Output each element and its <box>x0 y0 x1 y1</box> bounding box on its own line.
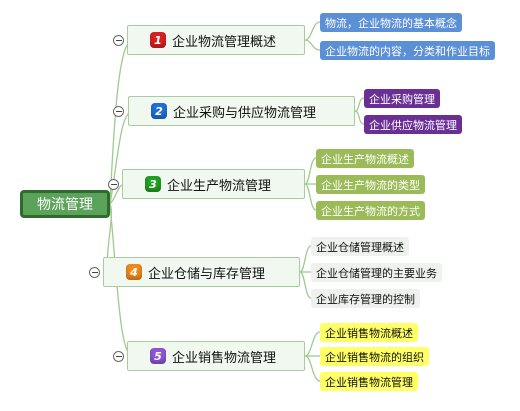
collapse-toggle-3[interactable] <box>108 179 119 190</box>
branch-node-5[interactable]: 5 企业销售物流管理 <box>127 341 305 371</box>
branch-label-3: 企业生产物流管理 <box>167 178 272 194</box>
branch-label-2: 企业采购与供应物流管理 <box>173 105 317 121</box>
leaf-2-2[interactable]: 企业供应物流管理 <box>364 115 462 134</box>
branch-node-3[interactable]: 3 企业生产物流管理 <box>122 169 305 199</box>
number-5-icon: 5 <box>150 348 166 364</box>
number-3-icon: 3 <box>145 176 161 192</box>
number-4-icon: 4 <box>126 264 142 280</box>
branch-label-1: 企业物流管理概述 <box>172 34 277 50</box>
leaf-3-2[interactable]: 企业生产物流的类型 <box>316 175 425 194</box>
leaf-5-1[interactable]: 企业销售物流概述 <box>320 323 418 342</box>
branch-node-4[interactable]: 4 企业仓储与库存管理 <box>103 257 300 287</box>
root-label: 物流管理 <box>37 197 93 213</box>
branch-node-2[interactable]: 2 企业采购与供应物流管理 <box>128 96 355 126</box>
collapse-toggle-4[interactable] <box>89 267 100 278</box>
root-node[interactable]: 物流管理 <box>20 190 110 218</box>
branch-label-5: 企业销售物流管理 <box>172 350 277 366</box>
number-1-icon: 1 <box>150 32 166 48</box>
collapse-toggle-2[interactable] <box>113 106 124 117</box>
leaf-3-1[interactable]: 企业生产物流概述 <box>316 149 414 168</box>
branch-label-4: 企业仓储与库存管理 <box>148 266 266 282</box>
leaf-4-1[interactable]: 企业仓储管理概述 <box>311 237 409 256</box>
branch-node-1[interactable]: 1 企业物流管理概述 <box>127 25 305 55</box>
number-2-icon: 2 <box>151 103 167 119</box>
leaf-1-2[interactable]: 企业物流的内容，分类和作业目标 <box>320 41 495 60</box>
collapse-toggle-5[interactable] <box>113 351 124 362</box>
leaf-5-3[interactable]: 企业销售物流管理 <box>320 372 418 391</box>
leaf-2-1[interactable]: 企业采购管理 <box>364 89 440 108</box>
leaf-4-2[interactable]: 企业仓储管理的主要业务 <box>311 263 442 282</box>
collapse-toggle-1[interactable] <box>113 35 124 46</box>
leaf-3-3[interactable]: 企业生产物流的方式 <box>316 201 425 220</box>
leaf-4-3[interactable]: 企业库存管理的控制 <box>311 289 420 308</box>
leaf-1-1[interactable]: 物流，企业物流的基本概念 <box>320 13 462 32</box>
leaf-5-2[interactable]: 企业销售物流的组织 <box>320 347 429 366</box>
